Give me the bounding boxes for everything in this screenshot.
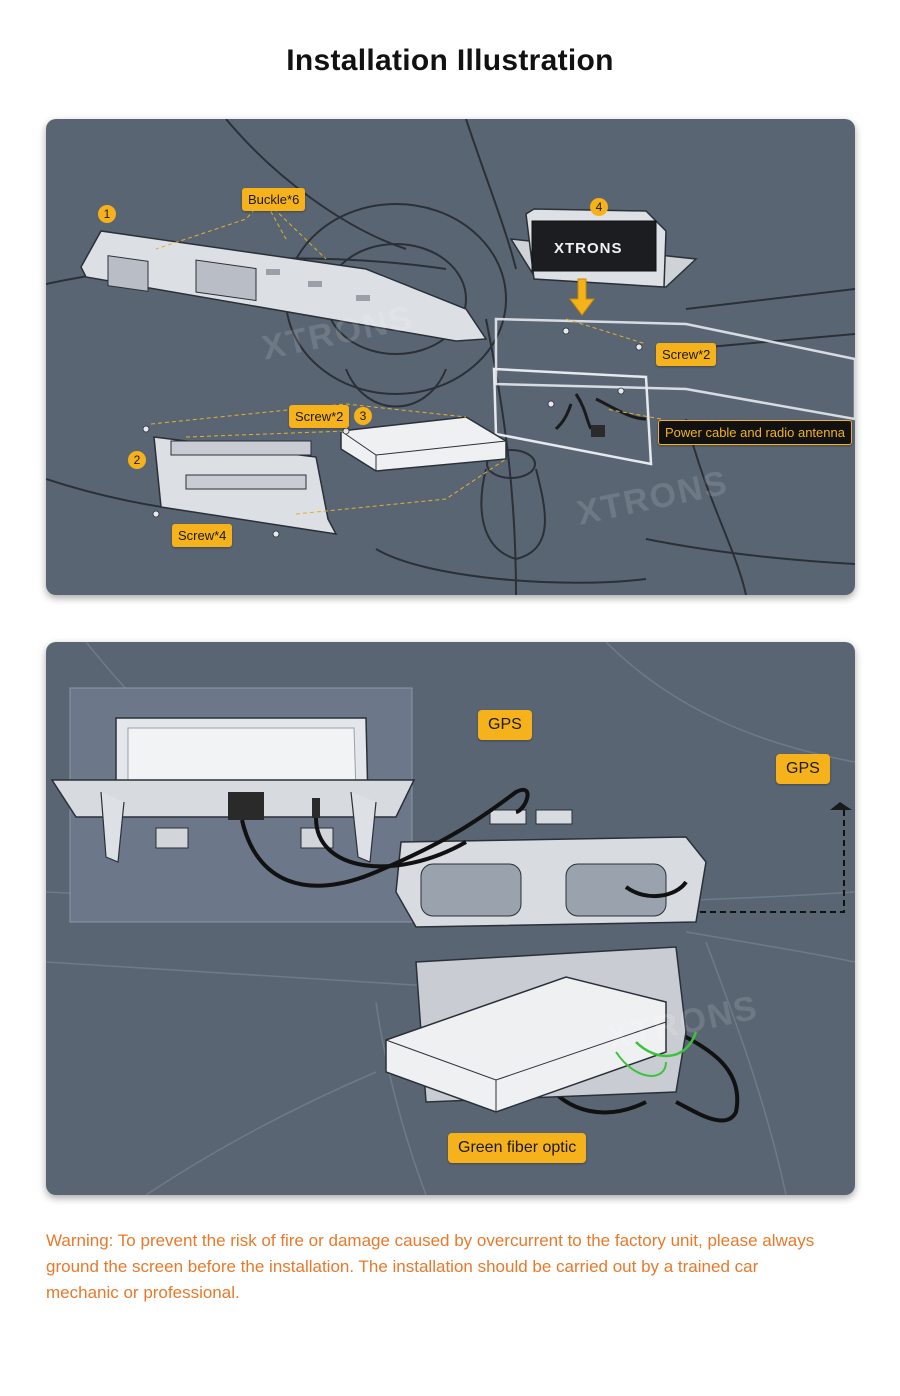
label-screw-middle: Screw*2: [289, 405, 350, 428]
step-2-badge: 2: [128, 451, 146, 469]
label-power-cable: Power cable and radio antenna: [658, 420, 852, 445]
dashboard-illustration-2: [46, 642, 855, 1195]
warning-text: Warning: To prevent the risk of fire or …: [46, 1231, 815, 1302]
label-screw-top-right: Screw*2: [656, 343, 717, 366]
step-1-badge: 1: [98, 205, 116, 223]
installation-diagram-panel-1: XTRONS XTRONS XTRONS Buckle*6 Screw*2 Sc…: [46, 119, 855, 595]
label-gps-right: GPS: [776, 754, 830, 784]
label-buckle: Buckle*6: [242, 188, 306, 211]
dashboard-illustration-1: [46, 119, 855, 595]
step-4-badge: 4: [590, 198, 608, 216]
label-screw-bottom: Screw*4: [172, 524, 233, 547]
label-green-fiber-optic: Green fiber optic: [448, 1133, 587, 1163]
step-3-badge: 3: [354, 407, 372, 425]
screen-brand-logo: XTRONS: [554, 240, 623, 257]
label-gps-left: GPS: [478, 710, 532, 740]
installation-diagram-panel-2: XTRONS GPS GPS Green fiber optic: [46, 642, 855, 1195]
page-title: Installation Illustration: [286, 44, 614, 77]
